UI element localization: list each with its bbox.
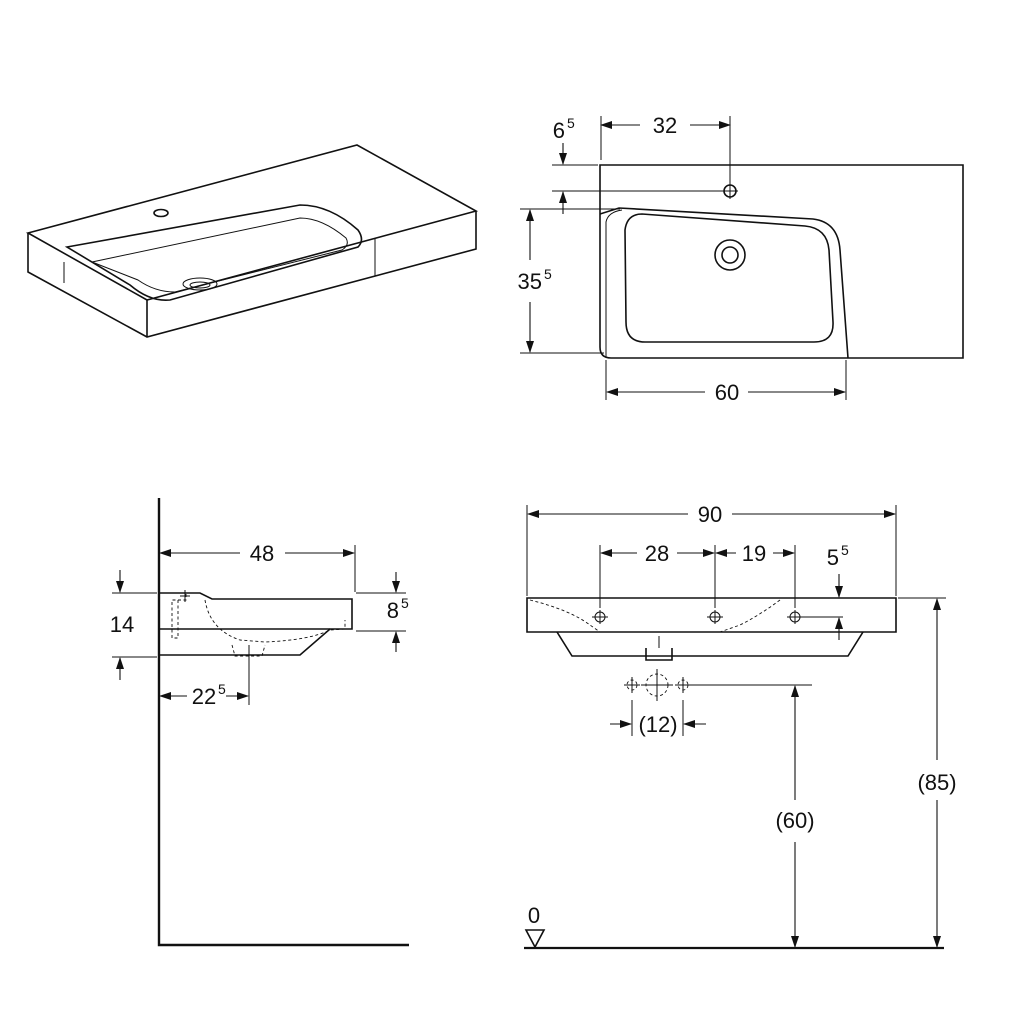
dim-tap-distance: 32 — [653, 113, 677, 138]
dim-overall-depth: 48 — [250, 541, 274, 566]
dim-hole-height: 5 — [827, 545, 839, 570]
dim-hole-height-sup: 5 — [841, 542, 849, 558]
side-view: 48 14 8 5 22 5 — [110, 498, 409, 947]
dim-overall-height: 14 — [110, 612, 134, 637]
dim-drain-height: (60) — [775, 808, 814, 833]
dim-drain-offset: 22 — [192, 684, 216, 709]
dim-drain-offset-sup: 5 — [218, 681, 226, 697]
dim-hole-spacing-a: 28 — [645, 541, 669, 566]
dim-basin-depth-sup: 5 — [544, 266, 552, 282]
dim-rim-height-sup: 5 — [401, 595, 409, 611]
dim-tap-offset: 6 — [553, 118, 565, 143]
isometric-view — [25, 144, 479, 338]
top-view: 32 6 5 35 5 60 — [518, 113, 964, 405]
dim-hole-spacing-b: 19 — [742, 541, 766, 566]
dim-drain-spacing: (12) — [638, 712, 677, 737]
dim-basin-depth: 35 — [518, 269, 542, 294]
floor-level: 0 — [528, 903, 540, 928]
dim-overall-width: 90 — [698, 502, 722, 527]
dim-tap-offset-sup: 5 — [567, 115, 575, 131]
dim-mounting-height: (85) — [917, 770, 956, 795]
dim-rim-height: 8 — [387, 598, 399, 623]
front-view: 0 90 28 19 5 5 — [524, 502, 957, 950]
dim-basin-width: 60 — [715, 380, 739, 405]
